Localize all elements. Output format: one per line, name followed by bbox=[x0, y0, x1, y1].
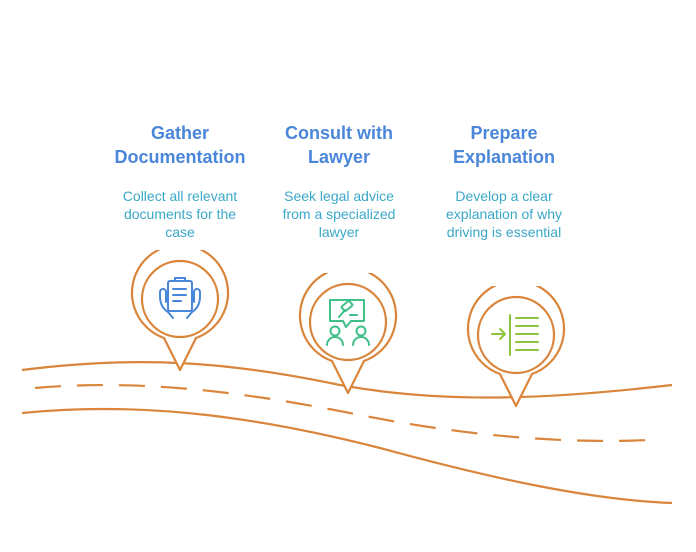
step-description: Collect all relevant documents for the c… bbox=[122, 188, 238, 240]
road-lower-edge bbox=[21, 407, 673, 505]
step-consult-lawyer: Consult with Lawyer Seek legal advice fr… bbox=[259, 121, 419, 241]
road-upper-edge bbox=[21, 361, 673, 399]
map-pin-gather bbox=[130, 250, 230, 372]
road-center-dashes bbox=[34, 383, 651, 443]
indent-lines-icon bbox=[491, 314, 539, 356]
map-pin-prepare bbox=[466, 286, 566, 408]
step-prepare-explanation: Prepare Explanation Develop a clear expl… bbox=[424, 121, 584, 241]
step-description: Develop a clear explanation of why drivi… bbox=[446, 188, 562, 240]
step-gather-documentation: Gather Documentation Collect all relevan… bbox=[100, 121, 260, 241]
step-title: Prepare Explanation bbox=[452, 123, 555, 167]
document-hands-icon bbox=[159, 277, 201, 319]
step-title: Gather Documentation bbox=[114, 123, 246, 167]
gavel-consultation-icon bbox=[326, 299, 370, 346]
map-pin-consult bbox=[298, 273, 398, 395]
step-description: Seek legal advice from a specialized law… bbox=[282, 188, 396, 240]
step-title: Consult with Lawyer bbox=[285, 123, 393, 167]
